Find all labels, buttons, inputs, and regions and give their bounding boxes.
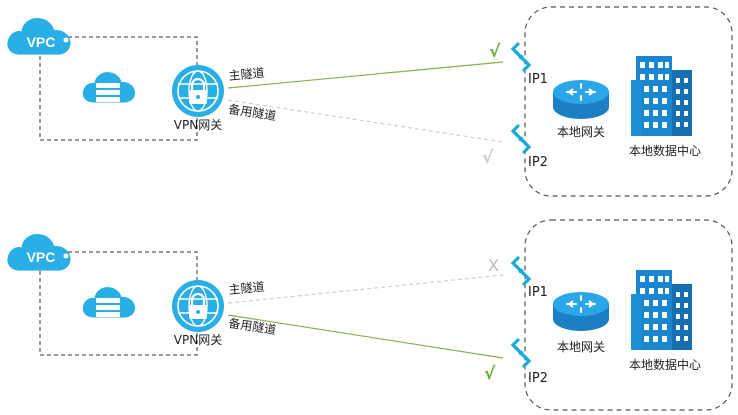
vpc-label: VPC [27, 34, 56, 50]
vpn-gateway-icon [172, 280, 224, 332]
vpc-boundary [39, 36, 198, 141]
ip2-label: IP2 [528, 371, 548, 386]
local-gateway-label: 本地网关 [557, 125, 605, 139]
vpn-gateway-label: VPN网关 [174, 333, 222, 347]
ip2-status-mark: √ [484, 364, 496, 384]
vpc-cloud-icon: VPC [7, 17, 71, 55]
ip2-link-icon [511, 124, 531, 154]
datacenter-boundary [524, 6, 733, 197]
ip1-link-icon [511, 42, 531, 72]
datacenter-label: 本地数据中心 [629, 357, 701, 372]
vpc-boundary [39, 251, 198, 356]
scenario-2: VPC VPN网关 主隧道 备用隧道 X √ IP1 IP2 [7, 219, 733, 411]
building-icon [631, 270, 692, 350]
ip2-link-icon [511, 338, 531, 368]
vpc-cloud-icon: VPC [7, 233, 71, 271]
backup-tunnel-label: 备用隧道 [228, 101, 278, 123]
ip2-label: IP2 [528, 155, 548, 170]
backup-tunnel-label: 备用隧道 [228, 315, 278, 337]
scenario-1: VPC VPN网关 主隧道 备用隧道 √ √ IP1 IP2 [7, 6, 733, 197]
datacenter-label: 本地数据中心 [629, 143, 701, 158]
vpc-label: VPC [27, 249, 56, 265]
cloud-server-icon [82, 72, 136, 103]
ip1-status-mark: √ [489, 42, 501, 62]
primary-tunnel-label: 主隧道 [228, 65, 265, 83]
backup-tunnel-line [227, 314, 504, 359]
local-gateway-label: 本地网关 [557, 340, 605, 354]
vpn-gateway-icon [172, 65, 224, 117]
backup-tunnel-line [227, 99, 504, 143]
ip1-link-icon [511, 256, 531, 286]
ip2-status-mark: √ [482, 148, 494, 168]
primary-tunnel-label: 主隧道 [228, 279, 265, 297]
primary-tunnel-line [227, 61, 504, 89]
router-icon [553, 80, 609, 119]
primary-tunnel-line [227, 274, 504, 304]
datacenter-boundary [524, 219, 733, 411]
ip1-label: IP1 [528, 285, 548, 300]
building-icon [631, 56, 692, 136]
cloud-server-icon [82, 287, 136, 318]
ip1-label: IP1 [528, 72, 548, 87]
router-icon [553, 292, 609, 331]
vpn-gateway-label: VPN网关 [174, 118, 222, 132]
ip1-status-mark: X [488, 256, 499, 275]
